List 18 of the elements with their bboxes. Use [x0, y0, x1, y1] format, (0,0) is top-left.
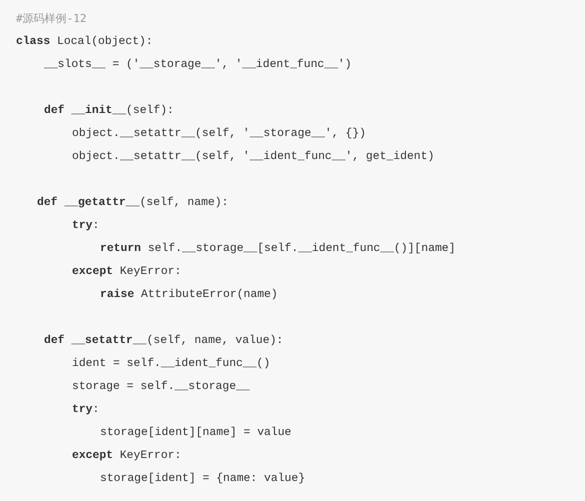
code-line: ident = self.__ident_func__(): [72, 356, 270, 372]
code-line: except KeyError:: [72, 449, 182, 464]
code-comment: #源码样例-12: [16, 11, 86, 27]
code-line: object.__setattr__(self, '__storage__', {}): [72, 126, 366, 142]
code-line: storage[ident] = {name: value}: [100, 472, 306, 487]
code-line: try:: [72, 219, 100, 234]
code-line: storage = self.__storage__: [72, 380, 250, 395]
code-line: __slots__ = ('__storage__', '__ident_func__'): [44, 58, 352, 73]
code-line: class Local(object):: [16, 34, 153, 50]
code-line: object.__setattr__(self, '__ident_func__', get_ident): [72, 150, 434, 165]
code-line: except KeyError:: [72, 265, 182, 280]
code-line: return self.__storage__[self.__ident_func__()][name]: [100, 242, 456, 257]
code-line: try:: [72, 403, 100, 418]
code-line: def __getattr__(self, name):: [37, 196, 228, 211]
code-line: raise AttributeError(name): [100, 288, 278, 303]
code-line: storage[ident][name] = value: [100, 426, 292, 441]
code-line: def __init__(self):: [44, 104, 174, 119]
code-line: def __setattr__(self, name, value):: [44, 334, 284, 349]
